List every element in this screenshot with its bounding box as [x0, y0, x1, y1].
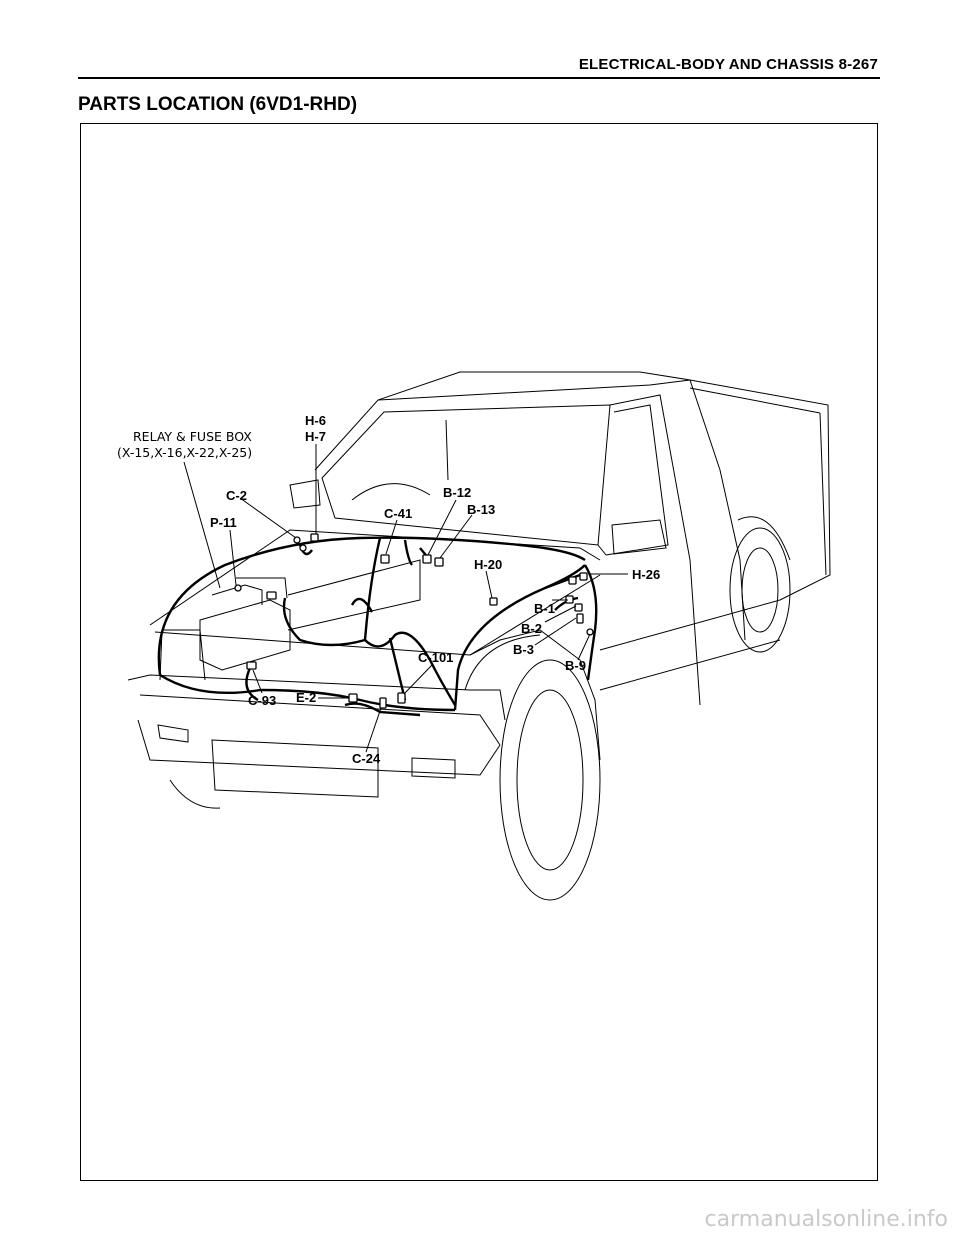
watermark: carmanualsonline.info	[704, 1207, 948, 1232]
label-e2: E-2	[296, 690, 316, 705]
label-c93: C-93	[248, 693, 276, 708]
label-h6: H-6	[305, 413, 326, 428]
label-b13: B-13	[467, 502, 495, 517]
label-h26: H-26	[632, 567, 660, 582]
label-c2: C-2	[226, 488, 247, 503]
label-p11: P-11	[210, 515, 237, 530]
label-b3: B-3	[513, 642, 534, 657]
header-text: ELECTRICAL-BODY AND CHASSIS 8-267	[578, 56, 878, 73]
connectors	[234, 533, 594, 709]
label-c41: C-41	[384, 506, 412, 521]
label-b12: B-12	[443, 485, 471, 500]
diagram-frame	[80, 123, 878, 1181]
label-b1: B-1	[534, 601, 555, 616]
label-b9: B-9	[565, 658, 586, 673]
label-b2: B-2	[521, 621, 542, 636]
label-relay-fuse-box-codes: (X-15,X-16,X-22,X-25)	[117, 445, 252, 460]
page-header: ELECTRICAL-BODY AND CHASSIS 8-267	[78, 53, 880, 79]
label-h7: H-7	[305, 429, 326, 444]
leader-lines	[183, 444, 628, 753]
label-c101: C-101	[418, 650, 453, 665]
label-relay-fuse-box: RELAY & FUSE BOX	[133, 429, 252, 444]
truck-outline	[127, 371, 831, 901]
label-c24: C-24	[352, 751, 381, 766]
wiring-harness	[157, 536, 598, 717]
label-h20: H-20	[474, 557, 502, 572]
page-title: PARTS LOCATION (6VD1-RHD)	[78, 94, 358, 115]
